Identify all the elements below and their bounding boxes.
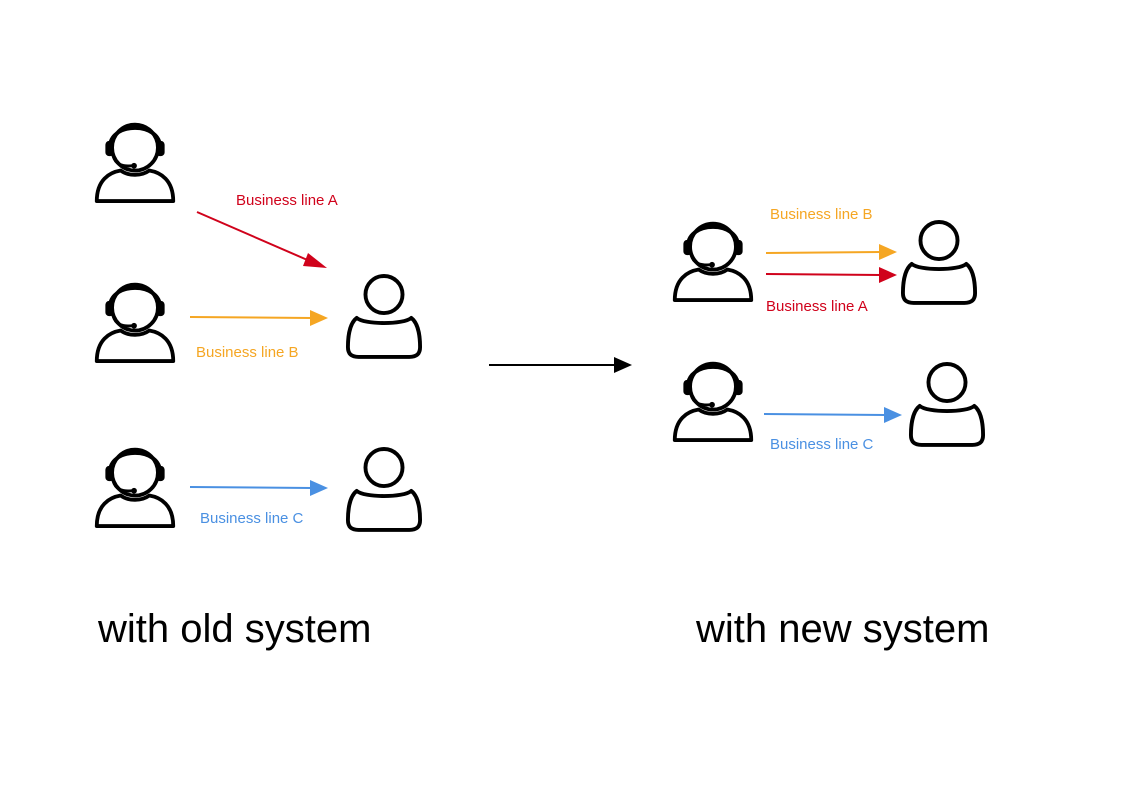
old-link-c-arrow — [189, 480, 328, 496]
agent-headset-icon — [672, 221, 754, 303]
agent-headset-icon — [94, 122, 176, 204]
agent-headset-icon — [94, 447, 176, 529]
customer-person-icon — [345, 447, 423, 532]
agent-headset-icon — [672, 361, 754, 443]
agent-headset-icon — [94, 282, 176, 364]
new-link-b-arrow — [765, 244, 897, 260]
old-link-b-arrow — [189, 310, 328, 326]
new-link-c-label: Business line C — [770, 436, 874, 453]
old-system-caption: with old system — [97, 607, 371, 651]
new-link-a-label: Business line A — [766, 298, 868, 315]
old-link-a-arrow — [196, 211, 327, 268]
customer-person-icon — [345, 274, 423, 359]
new-link-c-arrow — [763, 407, 902, 423]
old-link-a-label: Business line A — [236, 192, 338, 209]
new-system-caption: with new system — [695, 607, 989, 651]
customer-person-icon — [900, 220, 978, 305]
customer-person-icon — [908, 362, 986, 447]
transition-arrow — [489, 357, 632, 373]
old-link-b-label: Business line B — [196, 344, 299, 361]
old-link-c-label: Business line C — [200, 510, 304, 527]
new-link-a-arrow — [765, 267, 897, 283]
new-link-b-label: Business line B — [770, 206, 873, 223]
